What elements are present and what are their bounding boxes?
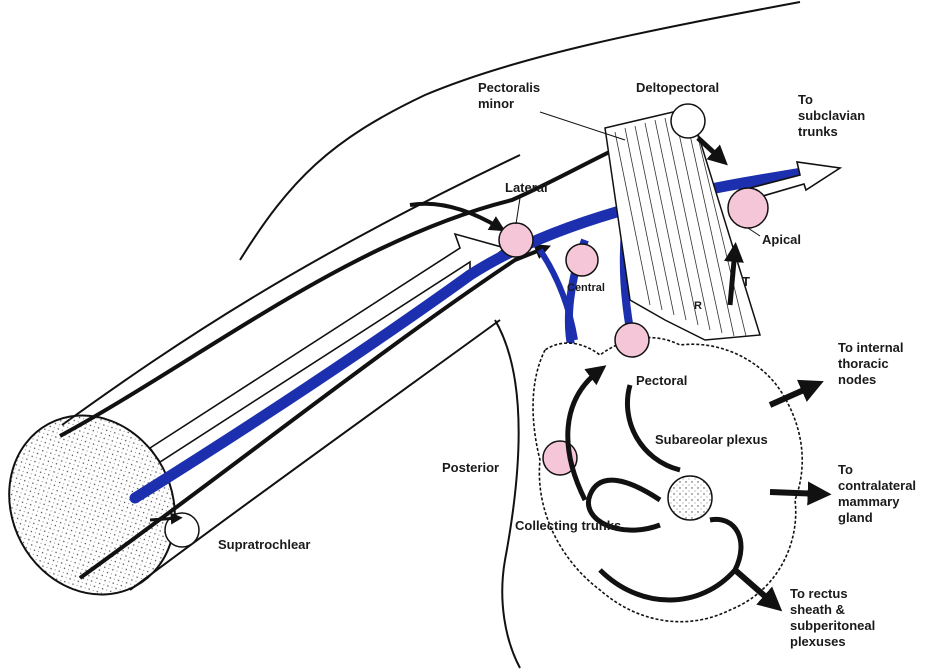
label-to-internal-thoracic: To internal thoracic nodes	[838, 340, 903, 388]
label-central: Central	[567, 282, 605, 295]
label-posterior: Posterior	[442, 460, 499, 476]
arm-cross-section	[0, 386, 206, 624]
label-lateral: Lateral	[505, 180, 548, 196]
label-t-marker: T	[742, 274, 750, 290]
label-pectoralis-minor: Pectoralis minor	[478, 80, 540, 112]
arrow-supratrochlear	[150, 518, 178, 520]
node-deltopectoral	[671, 104, 705, 138]
leader-apical	[748, 228, 760, 236]
label-r-marker: R	[694, 300, 702, 313]
label-to-subclavian: To subclavian trunks	[798, 92, 865, 140]
areola	[668, 476, 712, 520]
label-deltopectoral: Deltopectoral	[636, 80, 719, 96]
label-to-rectus: To rectus sheath & subperitoneal plexuse…	[790, 586, 875, 650]
torso-side-outline	[495, 320, 520, 668]
label-to-contralateral: To contralateral mammary gland	[838, 462, 916, 526]
label-apical: Apical	[762, 232, 801, 248]
label-collecting-trunks: Collecting trunks	[515, 518, 621, 534]
leader-lateral	[516, 198, 520, 224]
node-central	[566, 244, 598, 276]
label-supratrochlear: Supratrochlear	[218, 537, 310, 553]
node-apical	[728, 188, 768, 228]
arrow-contralateral	[770, 492, 822, 494]
node-pectoral	[615, 323, 649, 357]
arm-trunk-lower	[80, 248, 545, 578]
label-pectoral: Pectoral	[636, 373, 687, 389]
node-lateral	[499, 223, 533, 257]
label-subareolar-plexus: Subareolar plexus	[655, 432, 768, 448]
